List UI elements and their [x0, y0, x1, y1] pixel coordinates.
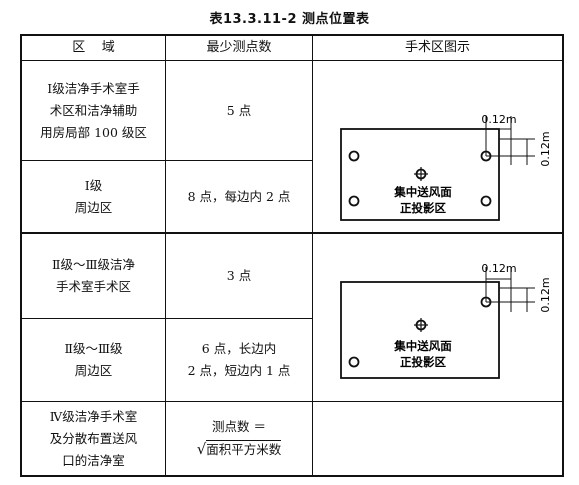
- row-5-formula: √面积平方米数: [197, 438, 282, 461]
- dimension-label-horizontal: 0.12m: [481, 113, 516, 126]
- table-border-right: [562, 34, 564, 477]
- diagram-level-1: 集中送风面 正投影区 0.12m 0.12m: [340, 113, 552, 221]
- measurement-point-table: 区 域 最少测点数 手术区图示 Ⅰ级洁净手术室手 术区和洁净辅助 用房局部 10…: [20, 34, 564, 477]
- row-divider-1: [20, 160, 313, 161]
- table-border-bottom: [20, 475, 564, 477]
- row-4-points: 6 点，长边内 2 点，短边内 1 点: [166, 319, 312, 401]
- row-1-area-line-2: 术区和洁净辅助: [49, 102, 138, 118]
- table-border-left: [20, 34, 22, 477]
- table-border-top: [20, 34, 564, 36]
- corner-point-br: [480, 195, 492, 207]
- header-area: 区 域: [72, 40, 115, 55]
- center-label-1: 集中送风面: [393, 339, 452, 353]
- row-2-points: 8 点，每边内 2 点: [166, 161, 312, 232]
- row-1-points-line-1: 5 点: [226, 102, 252, 118]
- corner-point-tl: [348, 150, 360, 162]
- row-3-area: Ⅱ级～Ⅲ级洁净 手术室手术区: [22, 234, 165, 318]
- dimension-lines: [485, 116, 535, 165]
- row-4-area-line-2: 周边区: [74, 363, 113, 378]
- row-2-points-line-1: 8 点，每边内 2 点: [187, 188, 291, 204]
- diagram-empty-cell: [313, 402, 562, 475]
- dimension-label-horizontal: 0.12m: [481, 262, 516, 275]
- row-3-points: 3 点: [166, 234, 312, 318]
- header-diagram: 手术区图示: [404, 40, 470, 55]
- header-divider: [20, 60, 564, 61]
- header-min-points: 最少测点数: [206, 40, 272, 55]
- corner-point-bl: [348, 195, 360, 207]
- row-4-points-line-2: 2 点，短边内 1 点: [187, 363, 291, 378]
- diagram-level-2-3: 集中送风面 正投影区 0.12m 0.12m: [340, 262, 552, 379]
- row-3-points-line-1: 3 点: [226, 268, 252, 283]
- row-2-area: Ⅰ级 周边区: [22, 161, 165, 232]
- row-1-area: Ⅰ级洁净手术室手 术区和洁净辅助 用房局部 100 级区: [22, 61, 165, 160]
- row-1-area-line-1: Ⅰ级洁净手术室手: [47, 80, 140, 96]
- center-label-1: 集中送风面: [393, 185, 452, 199]
- row-1-area-line-3: 用房局部 100 级区: [40, 124, 147, 140]
- row-5-area-line-2: 及分散布置送风: [49, 430, 138, 446]
- row-4-points-line-1: 6 点，长边内: [201, 341, 277, 356]
- dimension-lines: [485, 267, 535, 312]
- row-2-area-line-2: 周边区: [74, 199, 113, 215]
- row-3-area-line-2: 手术室手术区: [55, 279, 131, 294]
- corner-point-bl: [348, 356, 360, 368]
- row-1-points: 5 点: [166, 61, 312, 160]
- row-5-points-line-2: 面积平方米数: [206, 440, 282, 457]
- row-5-area-line-1: Ⅳ级洁净手术室: [49, 408, 138, 424]
- column-divider-2: [312, 34, 313, 477]
- column-divider-1: [165, 34, 166, 477]
- row-4-area-line-1: Ⅱ级～Ⅲ级: [64, 341, 123, 356]
- dimension-label-vertical: 0.12m: [539, 131, 552, 166]
- center-point: [414, 318, 428, 332]
- row-5-points-line-1: 测点数 ＝: [212, 419, 266, 434]
- row-5-points: 测点数 ＝ √面积平方米数: [166, 402, 312, 475]
- row-divider-group: [20, 232, 564, 234]
- row-5-area-line-3: 口的洁净室: [62, 452, 125, 468]
- center-label-2: 正投影区: [400, 355, 446, 369]
- row-2-area-line-1: Ⅰ级: [84, 177, 103, 193]
- center-label-2: 正投影区: [400, 201, 446, 215]
- row-divider-4: [20, 401, 564, 402]
- operating-zone-rect: [340, 128, 500, 221]
- operating-zone-rect: [340, 281, 500, 379]
- row-divider-3: [20, 318, 313, 319]
- sqrt-symbol: √: [196, 440, 207, 458]
- row-5-area: Ⅳ级洁净手术室 及分散布置送风 口的洁净室: [22, 402, 165, 475]
- row-3-area-line-1: Ⅱ级～Ⅲ级洁净: [51, 257, 136, 272]
- table-title: 表13.3.11-2 测点位置表: [209, 12, 370, 27]
- center-point: [414, 167, 428, 181]
- dimension-label-vertical: 0.12m: [539, 277, 552, 312]
- row-4-area: Ⅱ级～Ⅲ级 周边区: [22, 319, 165, 401]
